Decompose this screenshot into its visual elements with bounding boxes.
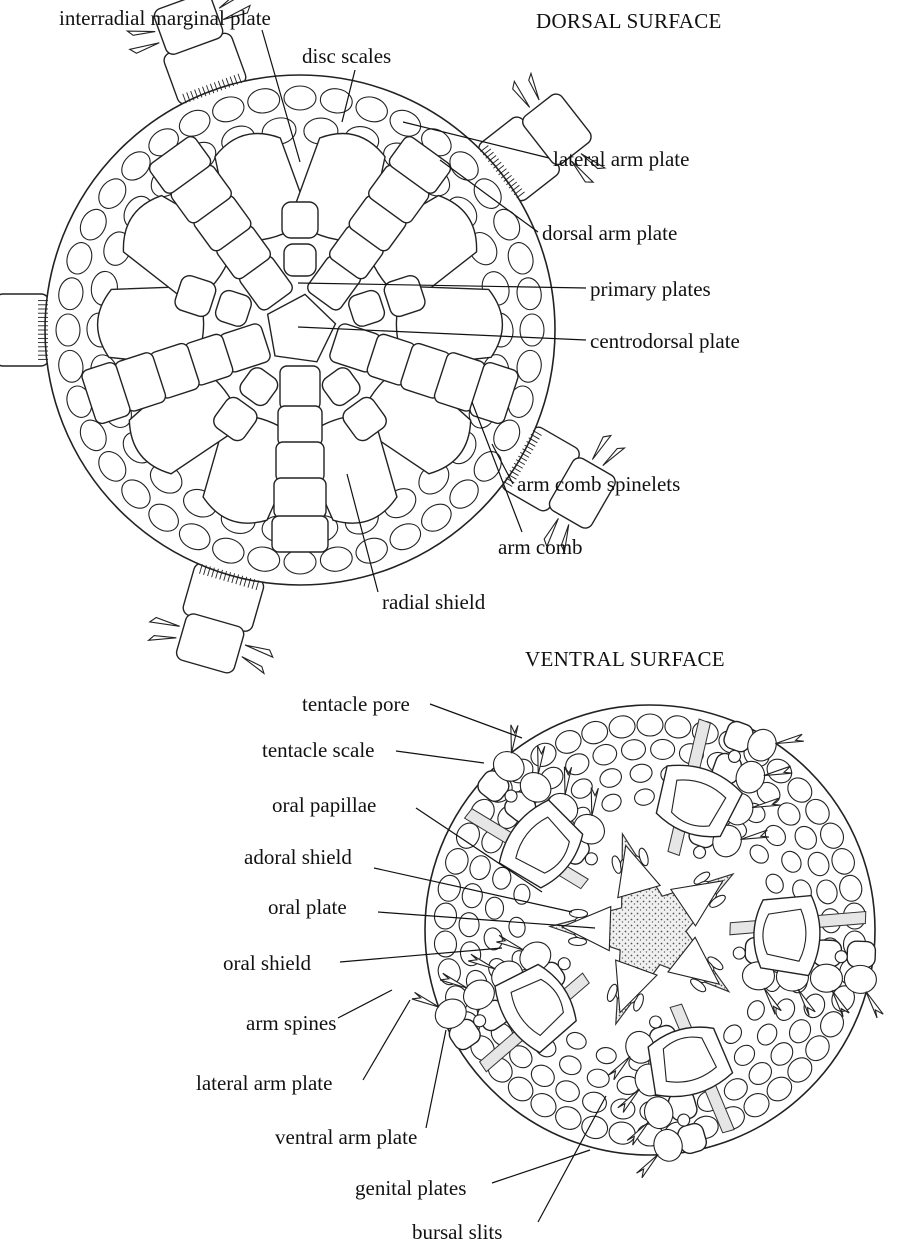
arm-spine — [149, 631, 177, 648]
primary-plate — [278, 406, 322, 446]
dorsal-surface-title: DORSAL SURFACE — [536, 9, 722, 33]
leader-tentacle-pore — [430, 704, 522, 738]
oral-papilla — [569, 909, 587, 918]
ventral-disc-scale — [651, 739, 675, 759]
label-adoral-shield: adoral shield — [244, 845, 352, 869]
disc-scale — [284, 86, 316, 110]
label-dorsal-arm-plate: dorsal arm plate — [542, 221, 677, 245]
leader-tentacle-scale — [396, 751, 484, 763]
arm-spine — [633, 1154, 663, 1178]
leader-ventral-arm-plate — [426, 1030, 446, 1128]
lateral-arm-plate — [844, 965, 877, 994]
ventral-disc-scale — [459, 912, 480, 937]
arm-spine — [603, 443, 625, 471]
label-centrodorsal-plate: centrodorsal plate — [590, 329, 740, 353]
arm-spine — [523, 73, 547, 100]
disc-scale — [56, 314, 80, 346]
label-arm-comb: arm comb — [498, 535, 583, 559]
primary-plate — [272, 516, 328, 552]
label-oral-papillae: oral papillae — [272, 793, 376, 817]
leader-arm-spines — [338, 990, 392, 1018]
ventral-disc-scale — [486, 897, 504, 919]
primary-plate — [280, 366, 320, 410]
lateral-arm-plate — [810, 964, 843, 993]
label-lateral-arm-plate-dorsal: lateral arm plate — [553, 147, 689, 171]
dorsal-disc-drawing — [0, 0, 635, 684]
primary-plate — [276, 442, 324, 482]
ventral-arm-plate — [847, 941, 876, 968]
label-primary-plates: primary plates — [590, 277, 711, 301]
arm-spine — [865, 992, 884, 1019]
primary-plate — [274, 478, 326, 518]
label-arm-spines: arm spines — [246, 1011, 336, 1035]
label-bursal-slits: bursal slits — [412, 1220, 502, 1244]
arm-spine — [130, 39, 160, 55]
inner-plate — [284, 244, 316, 276]
disc-scale — [284, 550, 316, 574]
label-tentacle-pore: tentacle pore — [302, 692, 410, 716]
tentacle-scale — [733, 947, 745, 959]
label-genital-plates: genital plates — [355, 1176, 466, 1200]
label-disc-scales: disc scales — [302, 44, 391, 68]
disc-scale — [520, 314, 544, 346]
label-lateral-arm-plate-ventral: lateral arm plate — [196, 1071, 332, 1095]
arm-spine — [239, 657, 267, 674]
arm-spine — [510, 81, 533, 108]
primary-plate-row — [272, 366, 328, 552]
leader-lateral-arm-plate-ventral — [363, 1000, 410, 1080]
leader-genital-plates — [492, 1150, 590, 1183]
tentacle-scale — [835, 950, 847, 962]
ventral-surface-title: VENTRAL SURFACE — [525, 647, 725, 671]
ventral-disc-drawing — [410, 695, 888, 1179]
ventral-disc-scale — [637, 714, 663, 736]
label-oral-plate: oral plate — [268, 895, 347, 919]
label-interradial-marginal-plate: interradial marginal plate — [59, 6, 271, 30]
inner-plate — [282, 202, 318, 238]
label-tentacle-scale: tentacle scale — [262, 738, 375, 762]
label-oral-shield: oral shield — [223, 951, 312, 975]
arm-comb — [38, 301, 48, 360]
label-radial-shield: radial shield — [382, 590, 486, 614]
label-ventral-arm-plate: ventral arm plate — [275, 1125, 417, 1149]
oral-shield-inner — [762, 908, 807, 961]
arm-spine — [244, 643, 274, 657]
arm-spine — [591, 433, 611, 462]
arm-spine — [150, 616, 180, 630]
label-arm-comb-spinelets: arm comb spinelets — [517, 472, 680, 496]
